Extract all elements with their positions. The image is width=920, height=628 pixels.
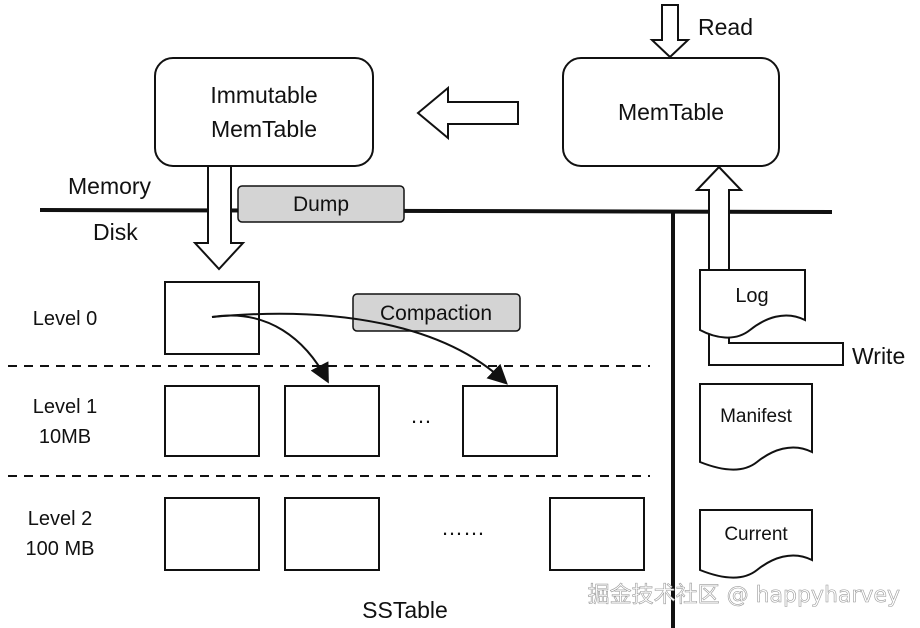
sstable-level2-1 <box>164 497 260 571</box>
write-arrow <box>694 165 844 366</box>
sstable-level2-3 <box>549 497 645 571</box>
dump-arrow <box>192 165 246 271</box>
dump-tag <box>237 185 405 223</box>
sstable-caption: SSTable <box>362 597 448 623</box>
sstable-level1-1 <box>164 385 260 457</box>
read-label: Read <box>698 14 753 40</box>
sstable-level1-3 <box>462 385 558 457</box>
log-document <box>699 269 806 339</box>
memory-disk-divider <box>39 208 833 214</box>
current-document <box>699 509 813 579</box>
level-1-size: 10MB <box>39 426 91 448</box>
freeze-arrow <box>416 85 519 141</box>
immutable-memtable-label-2: MemTable <box>211 116 317 142</box>
level1-ellipsis: … <box>410 403 432 428</box>
dump-label: Dump <box>293 193 349 216</box>
compaction-label: Compaction <box>380 302 492 325</box>
memtable-label: MemTable <box>618 99 724 125</box>
read-arrow <box>649 4 691 59</box>
memtable-box <box>562 57 780 167</box>
compaction-tag <box>352 293 521 332</box>
level-2-size: 100 MB <box>26 538 95 560</box>
level2-ellipsis: …… <box>441 515 485 540</box>
level-0-name: Level 0 <box>33 308 98 330</box>
manifest-document <box>699 383 813 471</box>
level-1-name: Level 1 <box>33 396 98 418</box>
manifest-label: Manifest <box>720 406 793 427</box>
log-label: Log <box>735 285 768 307</box>
sstable-level0-1 <box>164 281 260 355</box>
current-label: Current <box>724 524 788 545</box>
memory-label: Memory <box>68 173 152 199</box>
watermark: 掘金技术社区 @ happyharvey <box>588 583 900 608</box>
compaction-arrow-2 <box>211 312 508 385</box>
sstable-level2-2 <box>284 497 380 571</box>
sstable-level1-2 <box>284 385 380 457</box>
level-2-name: Level 2 <box>28 508 93 530</box>
write-label: Write <box>852 343 905 369</box>
disk-label: Disk <box>93 219 138 245</box>
immutable-memtable-box <box>154 57 374 167</box>
immutable-memtable-label-1: Immutable <box>210 82 317 108</box>
